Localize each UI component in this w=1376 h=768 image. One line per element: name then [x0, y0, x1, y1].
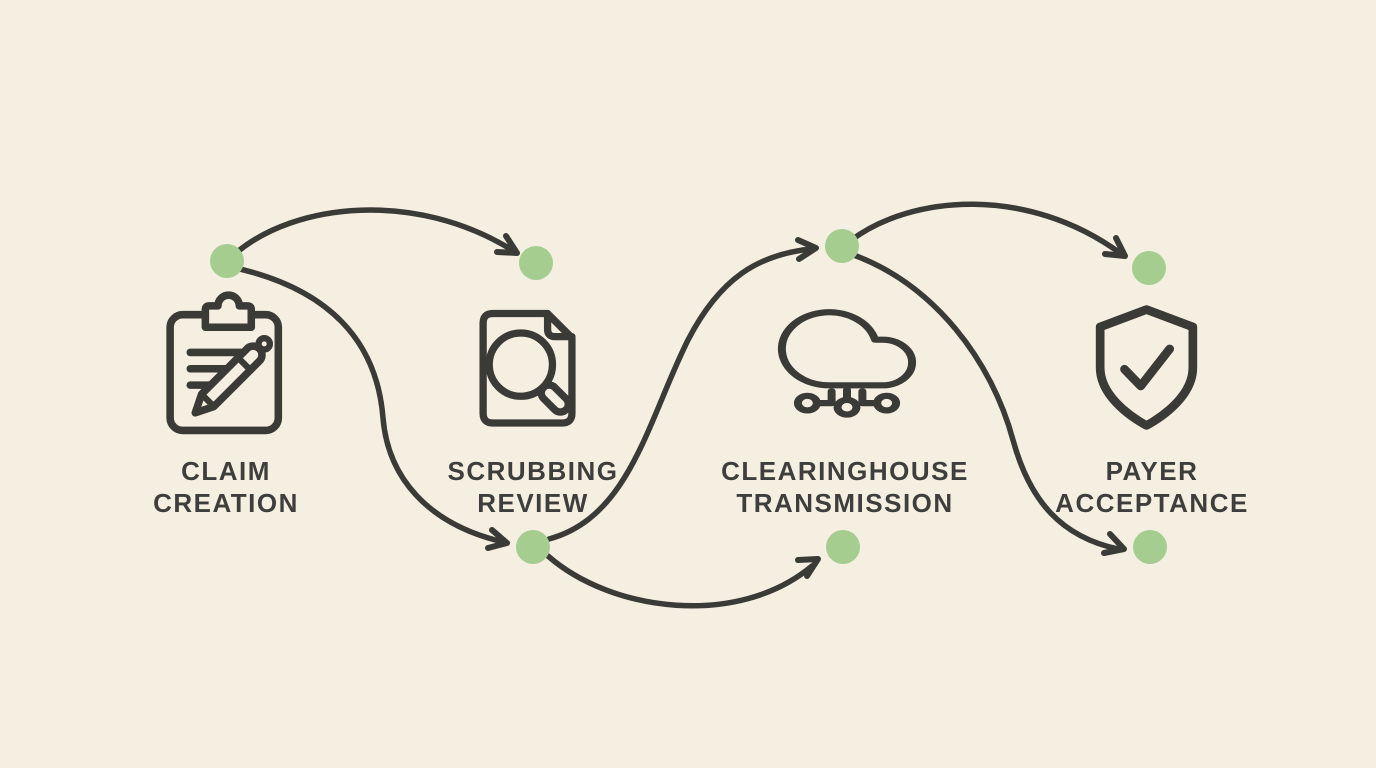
- stage-label-line: CREATION: [153, 488, 299, 518]
- connector-arrow-5: [847, 201, 1123, 256]
- stage-label-line: ACCEPTANCE: [1055, 488, 1249, 518]
- flow-node-dot: [210, 244, 244, 278]
- stage-label-line: TRANSMISSION: [736, 488, 954, 518]
- connector-arrow-6: [848, 251, 1121, 552]
- arrowhead-icon: [1102, 235, 1128, 259]
- flow-node-dot: [516, 530, 550, 564]
- cloud-network-icon: [777, 309, 917, 418]
- flow-node-dot: [1132, 251, 1166, 285]
- connector-arrow-4: [545, 553, 815, 609]
- arrowhead-icon: [494, 233, 520, 256]
- stage-label-line: REVIEW: [477, 488, 589, 518]
- arrowhead-icon: [1101, 531, 1127, 556]
- shield-check-icon: [1095, 305, 1198, 430]
- stage-label-line: CLAIM: [181, 456, 271, 486]
- arrowhead-icon: [795, 237, 819, 262]
- arrowhead-icon: [485, 527, 510, 551]
- flow-node-dot: [826, 530, 860, 564]
- flow-node-dot: [825, 229, 859, 263]
- stage-label-line: SCRUBBING: [447, 456, 619, 486]
- connector-arrow-2: [228, 264, 502, 544]
- flow-node-dot: [1133, 530, 1167, 564]
- stage-label-scrubbing-review: SCRUBBING REVIEW: [383, 455, 683, 519]
- document-magnifier-icon: [479, 309, 576, 427]
- stage-label-claim-creation: CLAIM CREATION: [76, 455, 376, 519]
- arrowhead-icon: [795, 556, 821, 579]
- connector-arrow-1: [233, 207, 515, 256]
- stage-label-line: PAYER: [1105, 456, 1199, 486]
- flow-node-dot: [519, 246, 553, 280]
- stage-label-line: CLEARINGHOUSE: [721, 456, 969, 486]
- clipboard-pencil-icon: [166, 291, 283, 435]
- stage-label-payer-acceptance: PAYER ACCEPTANCE: [1002, 455, 1302, 519]
- stage-label-clearinghouse-transmission: CLEARINGHOUSE TRANSMISSION: [670, 455, 1020, 519]
- connector-arrow-3: [546, 246, 813, 542]
